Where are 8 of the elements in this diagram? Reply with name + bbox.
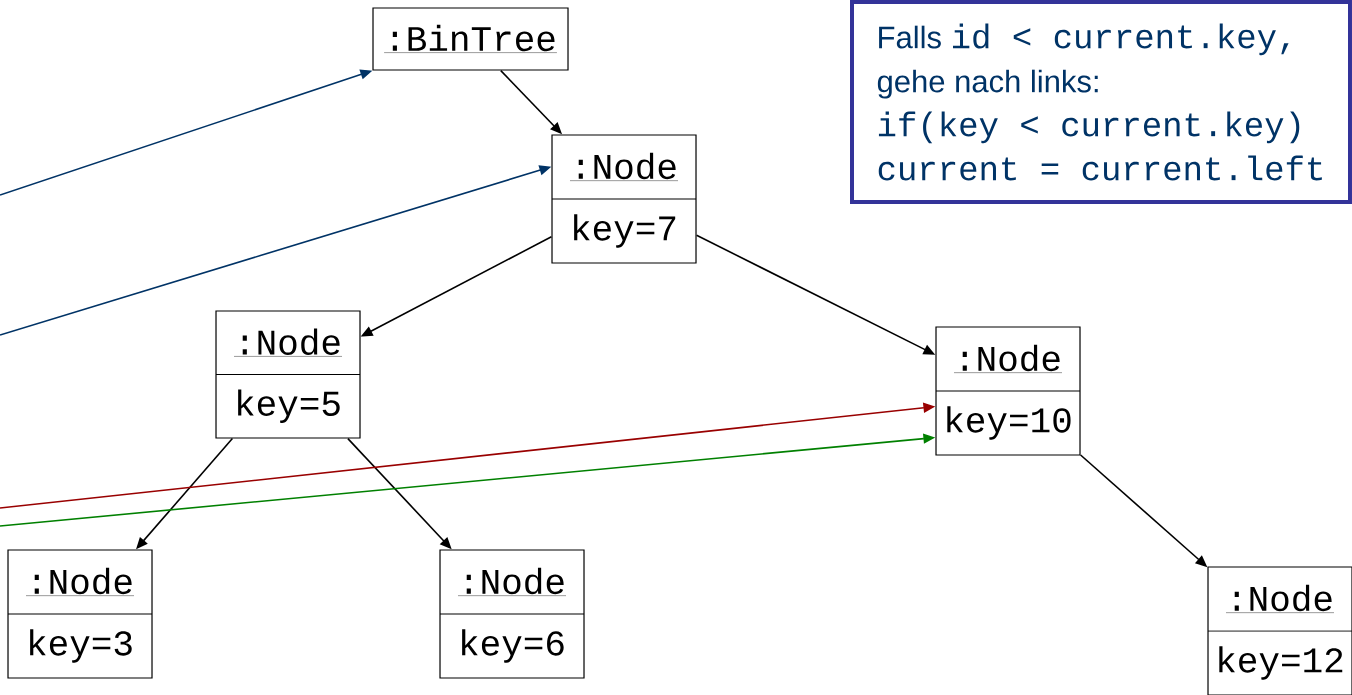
note-box: Falls id < current.key, gehe nach links: if(key < current.key) current = current.left (850, 0, 1352, 204)
object-box: :Node key=3 (7, 549, 153, 679)
object-box: :Node key=6 (439, 549, 585, 679)
object-box: :BinTree (372, 7, 569, 71)
object-box: :Node key=5 (215, 310, 361, 439)
object-box: :Node key=7 (551, 134, 697, 264)
object-box: :Node key=10 (935, 326, 1081, 456)
object-box: :Node key=12 (1207, 566, 1352, 695)
